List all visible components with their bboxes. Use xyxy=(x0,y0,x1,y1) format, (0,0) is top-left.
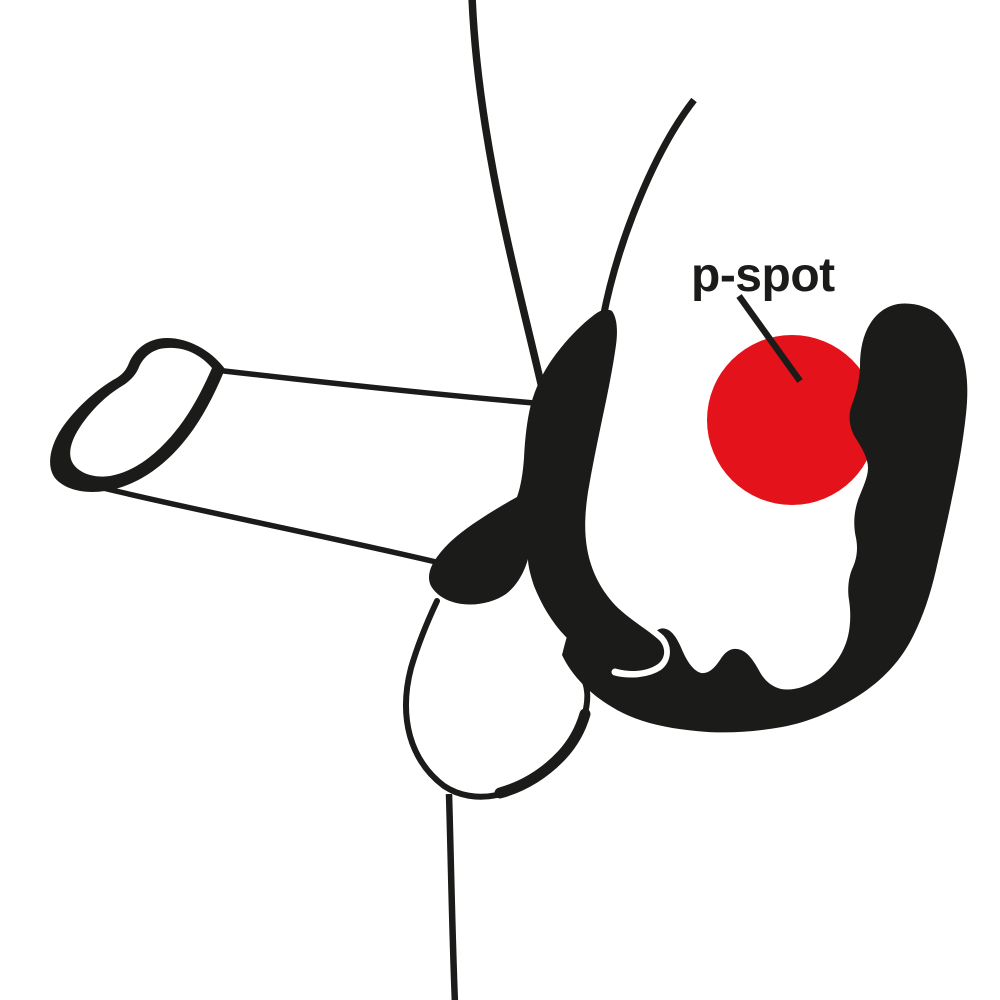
buttock-outline xyxy=(599,97,697,319)
penis-shaft-bottom-outline xyxy=(100,485,439,565)
glans-outline xyxy=(50,338,226,492)
ring-band-silhouette xyxy=(429,309,665,672)
p-spot-pointer-line xyxy=(736,294,803,383)
prostate-highlight-dot xyxy=(707,335,877,505)
scrotum-outline-accent xyxy=(494,708,591,799)
band-separation-keyline xyxy=(580,534,670,678)
prostate-massager-silhouette xyxy=(562,303,968,733)
leg-outline xyxy=(445,793,459,1000)
penis-shaft-top-outline xyxy=(221,368,537,406)
line-art-group xyxy=(100,0,697,1000)
p-spot-label: p-spot xyxy=(691,249,835,302)
torso-outline xyxy=(468,0,549,402)
